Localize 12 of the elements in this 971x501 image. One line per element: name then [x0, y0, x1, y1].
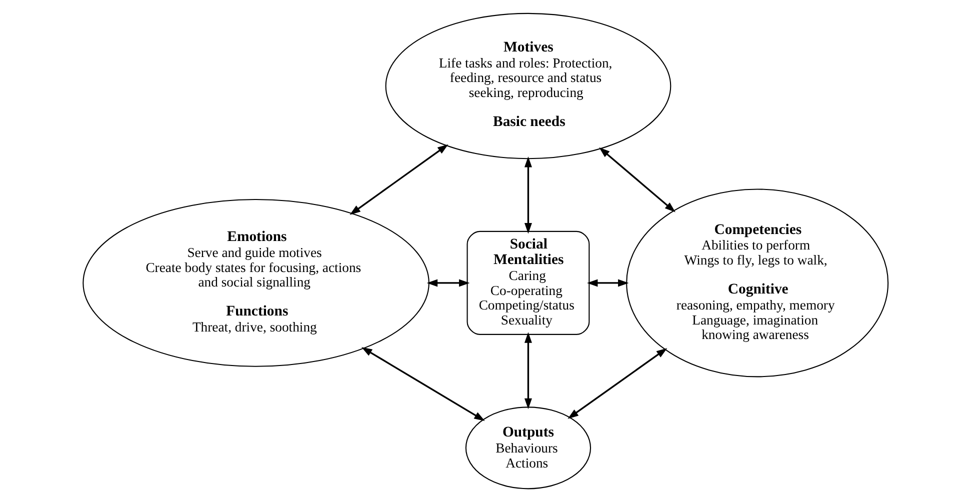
node-ellipse: Competencies Abilities to perform Wings to fly, legs to walk, Cognitive reasoning, empathy, memory Language, imagination knowing awareness [626, 188, 889, 377]
arrow [524, 332, 532, 409]
node-ellipse: Outputs Behaviours Actions [465, 406, 592, 489]
node-ellipse: Emotions Serve and guide motives Create body states for focusing, actions and social signalling Functions Threat, drive, soothing [82, 198, 430, 366]
arrow [524, 156, 532, 234]
arrow [568, 348, 668, 418]
arrow [350, 144, 448, 214]
arrow [361, 346, 485, 420]
arrow [586, 278, 629, 286]
arrow [599, 146, 676, 212]
node-box: Social Mentalities Caring Co-operating Competing/status Sexuality [466, 230, 590, 334]
arrow [426, 278, 470, 286]
